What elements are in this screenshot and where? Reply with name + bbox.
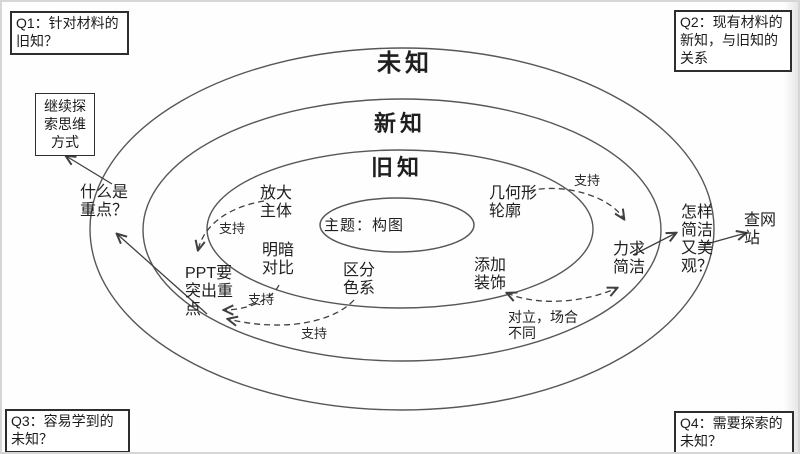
- node-light-dark-contrast: 明暗 对比: [262, 242, 295, 277]
- ring-label-old-knowledge: 旧知: [370, 155, 424, 180]
- ellipse-theme: [319, 197, 475, 253]
- arrow-what-is-focus-to-explore-box: [66, 156, 113, 185]
- node-check-website: 查网 站: [744, 212, 777, 247]
- concentric-ellipses: [89, 47, 715, 411]
- q3-box: Q3：容易学到的 未知？: [5, 409, 130, 452]
- ellipse-unknown: [89, 47, 715, 411]
- keep-exploring-box: 继续探 索思维 方式: [35, 93, 95, 156]
- arrow-strive-concise-to-concise-beautiful: [632, 233, 676, 256]
- node-distinguish-colors: 区分 色系: [343, 262, 376, 297]
- arrow-concise-beautiful-to-check-website: [702, 233, 746, 246]
- right-edge-shading: [784, 2, 798, 452]
- q1-box: Q1：针对材料的 旧知？: [10, 11, 129, 55]
- node-strive-concise: 力求 简洁: [613, 241, 646, 276]
- support-label-2: 支持: [248, 292, 275, 307]
- node-geometric-outline: 几何形 轮廓: [489, 185, 538, 220]
- theme-label: 主题：构图: [324, 217, 405, 234]
- node-enlarge-subject: 放大 主体: [260, 185, 293, 220]
- dashed-support-arrows: [198, 187, 624, 325]
- arrow-enlarge-subject-to-ppt: [198, 200, 265, 250]
- node-ppt-highlight: PPT要 突出重 点: [185, 265, 234, 318]
- arrow-colors-to-ppt: [228, 299, 355, 325]
- arrow-decoration-strive-concise-opposite: [507, 288, 617, 302]
- ellipse-new-knowledge: [142, 98, 662, 362]
- support-label-3: 支持: [301, 326, 328, 341]
- ring-label-unknown: 未知: [377, 51, 433, 77]
- arrow-outline-to-strive-concise: [528, 187, 624, 219]
- support-label-1: 支持: [219, 221, 246, 236]
- ring-label-new-knowledge: 新知: [373, 111, 427, 136]
- q4-box: Q4：需要探索的 未知？: [674, 411, 794, 452]
- support-label-4: 支持: [574, 173, 601, 188]
- arrow-ppt-to-what-is-focus: [117, 234, 208, 315]
- node-what-is-focus: 什么是 重点？: [80, 184, 129, 219]
- ellipse-old-knowledge: [206, 149, 594, 309]
- solid-arrows: [66, 156, 746, 315]
- node-concise-and-beautiful: 怎样 简洁 又美 观？: [681, 204, 714, 275]
- arrow-contrast-to-ppt: [224, 284, 280, 310]
- node-add-decoration: 添加 装饰: [474, 257, 507, 292]
- opposite-occasion-label: 对立，场合 不同: [508, 309, 578, 341]
- q2-box: Q2：现有材料的 新知，与旧知的 关系: [674, 10, 792, 72]
